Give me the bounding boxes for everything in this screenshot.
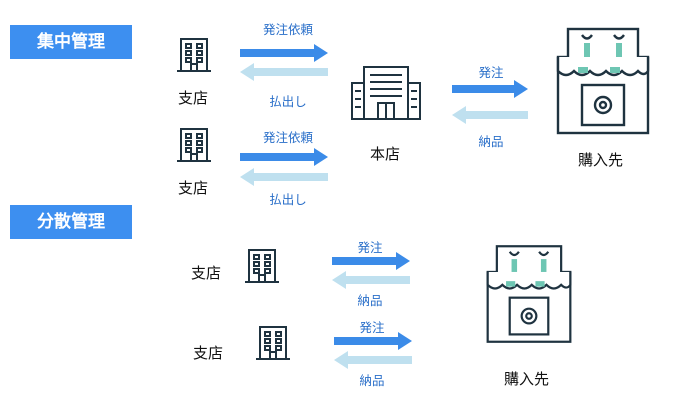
branch-building-icon — [176, 127, 212, 165]
branch-label: 支店 — [178, 89, 209, 107]
order-arrow — [332, 252, 412, 270]
dispatch-label: 払出し — [269, 192, 307, 207]
branch-label: 支店 — [191, 264, 222, 282]
delivery-label: 納品 — [478, 134, 504, 149]
dispatch-arrow — [240, 168, 330, 186]
order-request-arrow — [240, 44, 330, 62]
delivery-arrow — [334, 351, 414, 369]
branch-label: 支店 — [178, 179, 209, 197]
centralized-management-tag: 集中管理 — [10, 25, 132, 59]
order-arrow — [452, 80, 530, 98]
delivery-label: 納品 — [357, 293, 383, 308]
supplier-label: 購入先 — [504, 370, 550, 388]
order-label: 発注 — [478, 65, 504, 80]
delivery-label: 納品 — [359, 373, 385, 388]
store-icon — [554, 27, 652, 135]
order-arrow — [334, 332, 414, 350]
order-request-label: 発注依頼 — [262, 22, 313, 37]
branch-building-icon — [244, 248, 280, 286]
dispatch-arrow — [240, 63, 330, 81]
headquarters-label: 本店 — [370, 145, 401, 163]
order-label: 発注 — [359, 320, 385, 335]
dispatch-label: 払出し — [269, 94, 307, 109]
branch-building-icon — [176, 37, 212, 75]
headquarters-building-icon — [350, 63, 422, 125]
store-icon — [484, 244, 574, 344]
order-label: 発注 — [357, 240, 383, 255]
branch-building-icon — [255, 325, 291, 363]
order-request-label: 発注依頼 — [262, 130, 313, 145]
branch-label: 支店 — [193, 344, 224, 362]
delivery-arrow — [452, 106, 530, 124]
order-request-arrow — [240, 148, 330, 166]
distributed-management-tag: 分散管理 — [10, 205, 132, 239]
supplier-label: 購入先 — [578, 151, 624, 169]
delivery-arrow — [332, 271, 412, 289]
